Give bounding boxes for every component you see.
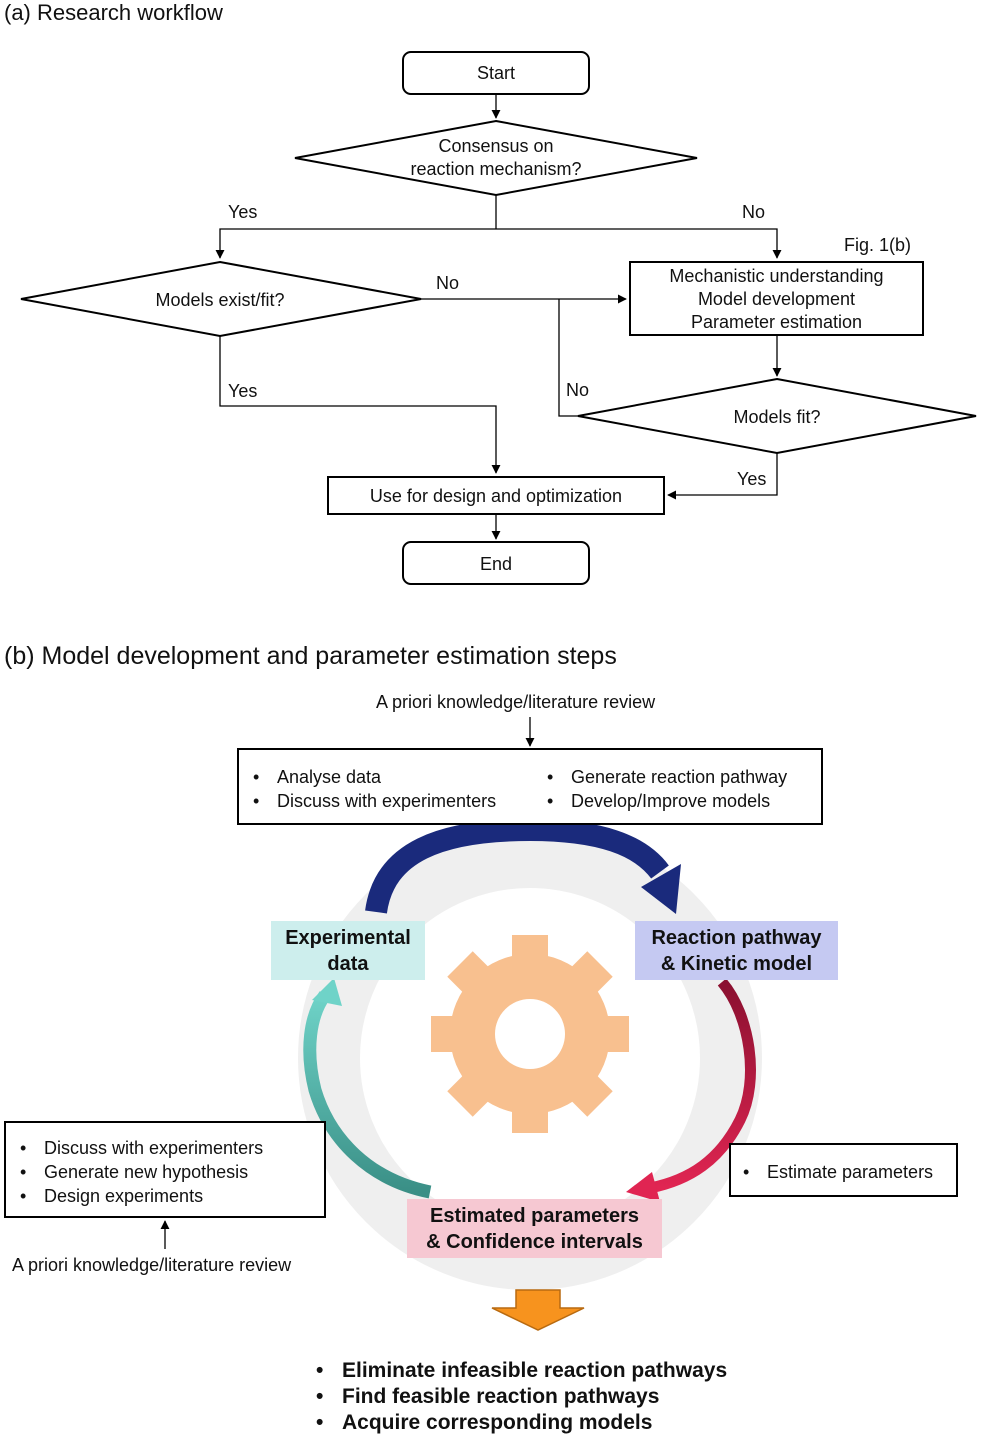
list-item: Generate new hypothesis	[18, 1160, 263, 1184]
edge-fit-no-loop	[558, 299, 578, 417]
cycle-arrow-navy	[365, 818, 681, 914]
cycle-ring	[298, 826, 762, 1290]
end-label: End	[479, 554, 513, 574]
cycle-arrow-crimson	[626, 978, 756, 1202]
list-item: Discuss with experimenters	[18, 1136, 263, 1160]
top-tasks-left-list: Analyse data Discuss with experimenters	[251, 765, 496, 813]
mechanistic-label: Mechanistic understanding Model developm…	[669, 266, 884, 332]
start-label: Start	[476, 63, 515, 83]
list-item: Generate reaction pathway	[545, 765, 787, 789]
edge-fit-yes	[667, 453, 778, 500]
end-node	[402, 541, 590, 585]
list-item: Develop/Improve models	[545, 789, 787, 813]
workflow-title: (a) Research workflow	[4, 0, 223, 25]
estimated-parameters-node: Estimated parameters & Confidence interv…	[407, 1199, 662, 1258]
top-tasks-box: Analyse data Discuss with experimenters …	[237, 748, 823, 825]
no-middle-label: No	[436, 273, 460, 293]
no-loop-label: No	[566, 380, 590, 400]
mechanistic-node	[629, 261, 924, 336]
no-right-label: No	[742, 202, 766, 222]
experimental-data-node: Experimental data	[271, 921, 425, 980]
top-tasks-right-list: Generate reaction pathway Develop/Improv…	[545, 765, 787, 813]
reaction-pathway-node: Reaction pathway & Kinetic model	[635, 921, 838, 980]
right-tasks-list: Estimate parameters	[741, 1160, 933, 1184]
cycle-arrow-teal	[303, 978, 432, 1199]
list-item: Eliminate infeasible reaction pathways	[314, 1358, 727, 1384]
apriori-top-label: A priori knowledge/literature review	[376, 692, 656, 712]
right-tasks-box: Estimate parameters	[729, 1143, 958, 1197]
models-fit-label: Models fit?	[733, 407, 821, 427]
models-exist-label: Models exist/fit?	[155, 290, 285, 310]
use-design-node	[327, 476, 665, 515]
consensus-label: Consensus on reaction mechanism?	[410, 136, 582, 179]
use-design-label: Use for design and optimization	[369, 486, 623, 506]
gear-icon	[431, 935, 629, 1133]
yes-right-label: Yes	[737, 469, 767, 489]
steps-title: (b) Model development and parameter esti…	[4, 642, 617, 670]
left-tasks-box: Discuss with experimenters Generate new …	[4, 1121, 326, 1218]
fig-ref-label: Fig. 1(b)	[844, 235, 912, 255]
edge-models-exist-yes	[219, 336, 501, 474]
edge-consensus-no	[496, 228, 782, 259]
outcomes-list: Eliminate infeasible reaction pathways F…	[314, 1358, 727, 1436]
list-item: Acquire corresponding models	[314, 1410, 727, 1436]
list-item: Design experiments	[18, 1184, 263, 1208]
list-item: Find feasible reaction pathways	[314, 1384, 727, 1410]
yes-left-label: Yes	[228, 202, 258, 222]
down-arrow-icon	[491, 1289, 585, 1331]
yes-lower-label: Yes	[228, 381, 258, 401]
list-item: Analyse data	[251, 765, 496, 789]
edge-consensus-yes	[215, 228, 496, 259]
left-tasks-list: Discuss with experimenters Generate new …	[18, 1136, 263, 1208]
list-item: Discuss with experimenters	[251, 789, 496, 813]
list-item: Estimate parameters	[741, 1160, 933, 1184]
apriori-bottom-label: A priori knowledge/literature review	[12, 1255, 292, 1275]
